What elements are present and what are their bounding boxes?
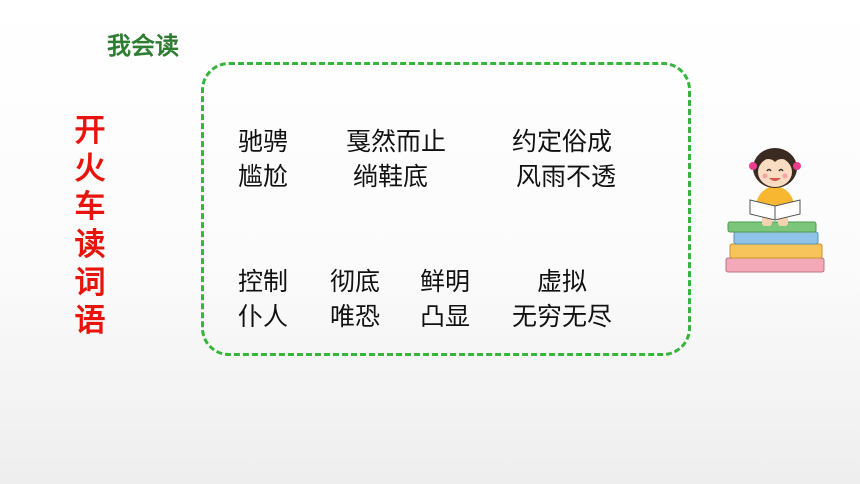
word-item: 绱鞋底: [353, 162, 429, 191]
side-title-char: 火: [74, 151, 106, 187]
word-item: 凸显: [420, 302, 471, 331]
word-item: 控制: [238, 267, 289, 296]
page-title: 我会读: [107, 32, 179, 60]
side-title-char: 车: [74, 189, 106, 225]
word-item: 仆人: [238, 302, 289, 331]
word-item: 虚拟: [537, 267, 588, 296]
word-item: 约定俗成: [512, 127, 613, 156]
vertical-side-title: 开 火 车 读 词 语: [70, 112, 110, 340]
word-item: 戛然而止: [346, 127, 447, 156]
side-title-char: 语: [74, 303, 106, 339]
word-item: 无穷无尽: [512, 302, 613, 331]
word-frame: [201, 62, 691, 356]
word-item: 尴尬: [238, 162, 289, 191]
word-item: 唯恐: [330, 302, 381, 331]
girl-reading-on-books-icon: [725, 148, 825, 273]
word-item: 驰骋: [238, 127, 289, 156]
word-item: 风雨不透: [516, 162, 617, 191]
word-item: 彻底: [330, 267, 381, 296]
side-title-char: 开: [74, 113, 106, 149]
side-title-char: 词: [74, 265, 106, 301]
side-title-char: 读: [74, 227, 106, 263]
word-item: 鲜明: [420, 267, 471, 296]
